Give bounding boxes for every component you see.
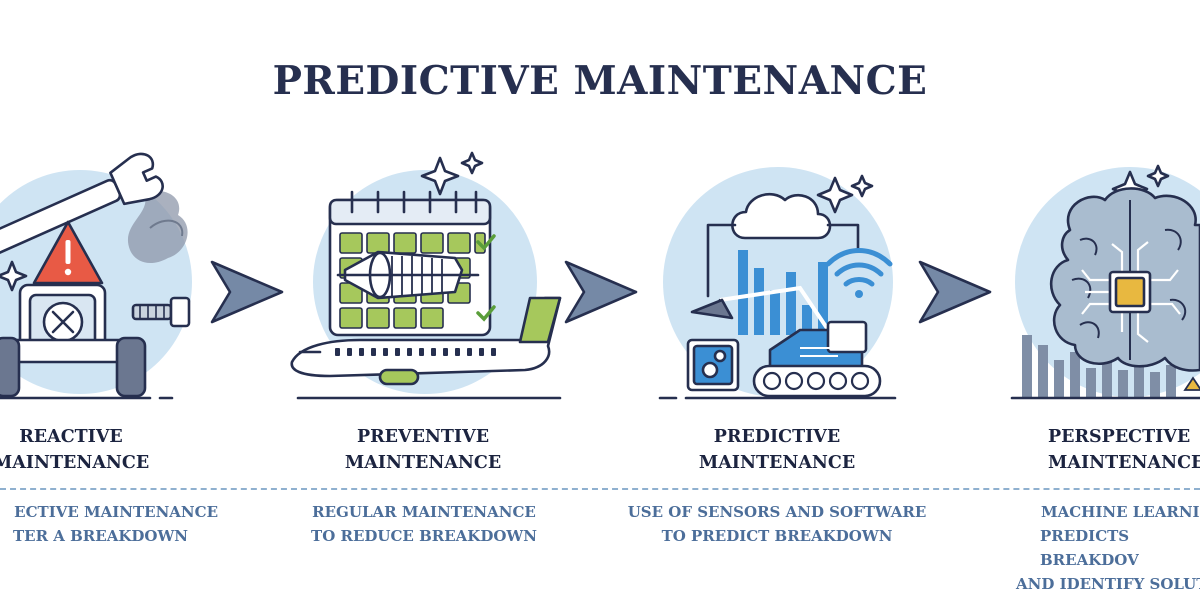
stage-desc-line: TER A BREAKDOWN [12,527,188,545]
stage-preventive-desc: REGULAR MAINTENANCE TO REDUCE BREAKDOWN [264,500,584,548]
page-title: PREDICTIVE MAINTENANCE [272,58,928,104]
stage-desc-line: PREDICTS BREAKDOV [1040,527,1139,569]
stage-title-line: MAINTENANCE [698,453,856,473]
arrow-right-icon [918,260,992,324]
cloud-sensor-excavator-icon [658,167,897,400]
stage-title-line: MAINTENANCE [0,453,150,473]
stage-predictive-desc: USE OF SENSORS AND SOFTWARE TO PREDICT B… [617,500,937,548]
broken-machine-wrench-icon [0,152,192,400]
brain-chip-icon [1010,164,1200,400]
stage-title-line: PERSPECTIVE [1048,427,1191,447]
stage-reactive-title: REACTIVE MAINTENANCE [0,424,221,476]
stage-predictive-title: PREDICTIVE MAINTENANCE [627,424,927,476]
stage-title-line: MAINTENANCE [1048,453,1200,473]
stage-desc-line: TO REDUCE BREAKDOWN [311,527,537,545]
stage-perspective-desc: MACHINE LEARNIN PREDICTS BREAKDOV AND ID… [1016,500,1200,596]
stage-desc-line: USE OF SENSORS AND SOFTWARE [627,503,927,521]
stage-title-line: REACTIVE [19,427,123,447]
stage-desc-line: ECTIVE MAINTENANCE [14,503,218,521]
dashed-divider [0,488,1200,490]
stage-title-line: MAINTENANCE [344,453,502,473]
arrow-right-icon [210,260,284,324]
stage-title-line: PREDICTIVE [713,427,841,447]
arrow-right-icon [564,260,638,324]
stage-preventive-title: PREVENTIVE MAINTENANCE [273,424,573,476]
calendar-airplane-icon [290,151,562,400]
stage-title-line: PREVENTIVE [356,427,490,447]
stage-perspective-title: PERSPECTIVE MAINTENANCE [1048,424,1200,476]
stage-desc-line: AND IDENTIFY SOLUT [1016,575,1200,593]
stage-desc-line: REGULAR MAINTENANCE [312,503,536,521]
stage-reactive-desc: ECTIVE MAINTENANCE TER A BREAKDOWN [0,500,218,548]
stage-desc-line: MACHINE LEARNIN [1041,503,1200,521]
stage-desc-line: TO PREDICT BREAKDOWN [661,527,893,545]
